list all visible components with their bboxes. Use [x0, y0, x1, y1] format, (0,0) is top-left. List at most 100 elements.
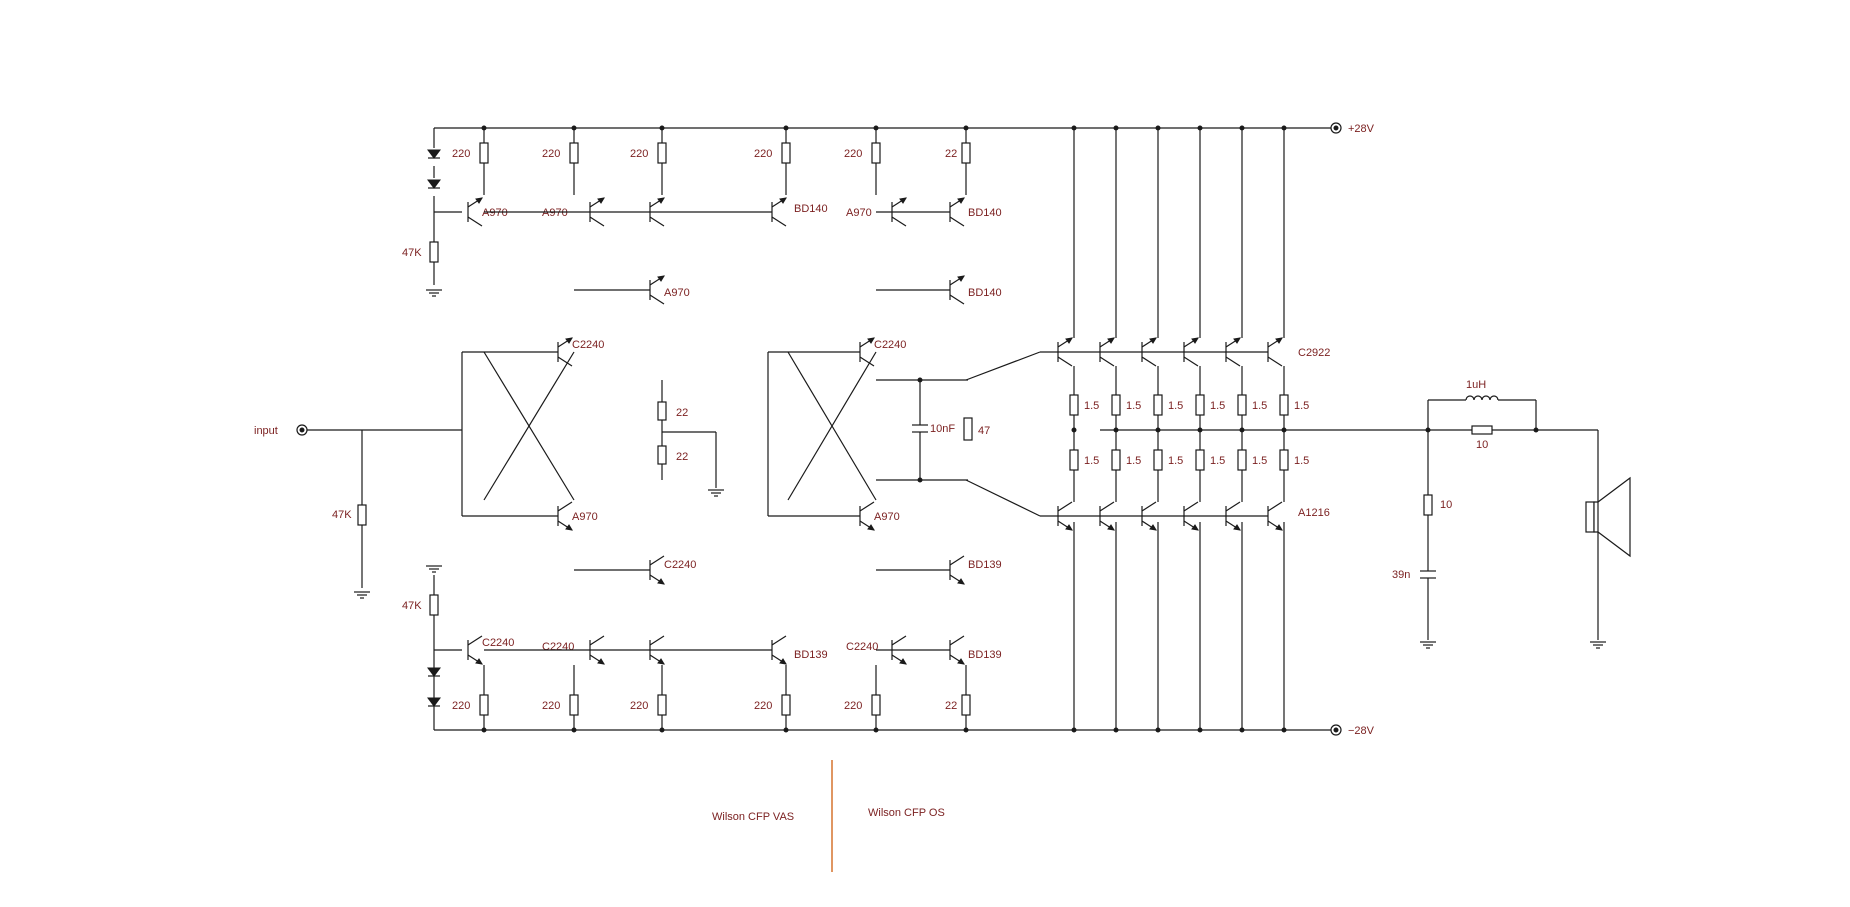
- junction-dot: [1239, 727, 1245, 733]
- resistor-220: [961, 694, 971, 716]
- zobel-capacitor-label: 39n: [1392, 569, 1410, 581]
- transistor-label: A970: [664, 287, 690, 299]
- resistor-220-label: 220: [452, 148, 470, 160]
- emitter-resistor: [1069, 449, 1079, 471]
- resistor-220: [657, 694, 667, 716]
- emitter-resistor-label: 1.5: [1168, 400, 1183, 412]
- emitter-resistor: [1279, 394, 1289, 416]
- junction-dot: [1155, 125, 1161, 131]
- junction-dot: [1071, 427, 1077, 433]
- positive-rail-label: +28V: [1348, 123, 1375, 135]
- junction-dot: [659, 727, 665, 733]
- emitter-resistor-label: 1.5: [1294, 400, 1309, 412]
- left-bias-network: 47K 47K: [402, 128, 462, 730]
- transistor-label: A970: [874, 511, 900, 523]
- emitter-resistor: [1279, 449, 1289, 471]
- junction-dot: [571, 727, 577, 733]
- vas-section-label: Wilson CFP VAS: [712, 811, 794, 823]
- resistor-220: [781, 142, 791, 164]
- input-resistor-label: 47K: [332, 509, 352, 521]
- negative-rail-label: −28V: [1348, 725, 1375, 737]
- input-node: input 47K: [254, 424, 462, 588]
- resistor-220-label: 22: [945, 700, 957, 712]
- negative-rail: −28V: [434, 724, 1375, 737]
- bias-resistor-label-bottom: 47K: [402, 600, 422, 612]
- resistor-220-label: 220: [844, 700, 862, 712]
- junction-dot: [1113, 727, 1119, 733]
- junction-dot: [1071, 727, 1077, 733]
- junction-dot: [963, 727, 969, 733]
- output-resistor-label: 10: [1476, 439, 1488, 451]
- junction-dot: [783, 125, 789, 131]
- transistor-label: A970: [542, 207, 568, 219]
- compensation-capacitor-label: 10nF: [930, 423, 955, 435]
- resistor-22-label: 22: [676, 407, 688, 419]
- resistor-220: [781, 694, 791, 716]
- diode-icon: [427, 697, 441, 707]
- speaker-icon: [1585, 476, 1631, 558]
- transistor-label: C2240: [664, 559, 696, 571]
- emitter-resistor: [1195, 394, 1205, 416]
- resistor-22: [657, 445, 667, 465]
- transistor-label: BD139: [968, 559, 1002, 571]
- resistor-220-label: 220: [754, 700, 772, 712]
- transistor-label: BD139: [968, 649, 1002, 661]
- resistor-220-label: 22: [945, 148, 957, 160]
- transistor-label: C2240: [542, 641, 574, 653]
- emitter-resistor: [1069, 394, 1079, 416]
- diode-icon: [427, 667, 441, 677]
- junction-dot: [1113, 125, 1119, 131]
- junction-dot: [783, 727, 789, 733]
- emitter-resistor: [1237, 394, 1247, 416]
- resistor-22-label: 22: [676, 451, 688, 463]
- resistor-220-label: 220: [630, 700, 648, 712]
- resistor-220: [569, 694, 579, 716]
- emitter-resistor-label: 1.5: [1210, 400, 1225, 412]
- resistor-220-label: 220: [542, 700, 560, 712]
- bias-resistor-label-top: 47K: [402, 247, 422, 259]
- junction-dot: [481, 125, 487, 131]
- junction-dot: [1071, 125, 1077, 131]
- transistor-label: BD140: [968, 287, 1002, 299]
- resistor-220-label: 220: [452, 700, 470, 712]
- inductor-label: 1uH: [1466, 379, 1486, 391]
- resistor-220-label: 220: [754, 148, 772, 160]
- transistor-label: C2240: [482, 637, 514, 649]
- junction-dot: [1197, 727, 1203, 733]
- emitter-resistor-label: 1.5: [1084, 455, 1099, 467]
- resistor-220-label: 220: [844, 148, 862, 160]
- transistor-label: A970: [846, 207, 872, 219]
- resistor-220: [657, 142, 667, 164]
- emitter-resistor: [1111, 449, 1121, 471]
- junction-dot: [1239, 125, 1245, 131]
- emitter-resistor: [1111, 394, 1121, 416]
- resistor-220: [961, 142, 971, 164]
- zobel-resistor-label: 10: [1440, 499, 1452, 511]
- emitter-resistor: [1153, 449, 1163, 471]
- output-filter: 1uH 10 10 39n: [1100, 379, 1599, 640]
- emitter-resistor-label: 1.5: [1210, 455, 1225, 467]
- emitter-resistor-label: 1.5: [1252, 455, 1267, 467]
- transistor-label: C2922: [1298, 347, 1330, 359]
- positive-rail: +28V: [434, 122, 1375, 135]
- resistor-220: [479, 694, 489, 716]
- emitter-resistor-label: 1.5: [1252, 400, 1267, 412]
- resistor-220-label: 220: [542, 148, 560, 160]
- vas-compensation: 10nF 47: [876, 377, 990, 483]
- junction-dot: [481, 727, 487, 733]
- transistor-label: BD140: [794, 203, 828, 215]
- transistor-label: A970: [482, 207, 508, 219]
- emitter-resistor: [1195, 449, 1205, 471]
- resistor-220: [569, 142, 579, 164]
- junction-dot: [873, 727, 879, 733]
- resistor-220: [871, 694, 881, 716]
- compensation-resistor-label: 47: [978, 425, 990, 437]
- transistor-label: C2240: [846, 641, 878, 653]
- diode-icon: [427, 149, 441, 159]
- junction-dot: [571, 125, 577, 131]
- input-label: input: [254, 425, 278, 437]
- transistor-label: C2240: [572, 339, 604, 351]
- emitter-resistor-label: 1.5: [1084, 400, 1099, 412]
- junction-dot: [1281, 125, 1287, 131]
